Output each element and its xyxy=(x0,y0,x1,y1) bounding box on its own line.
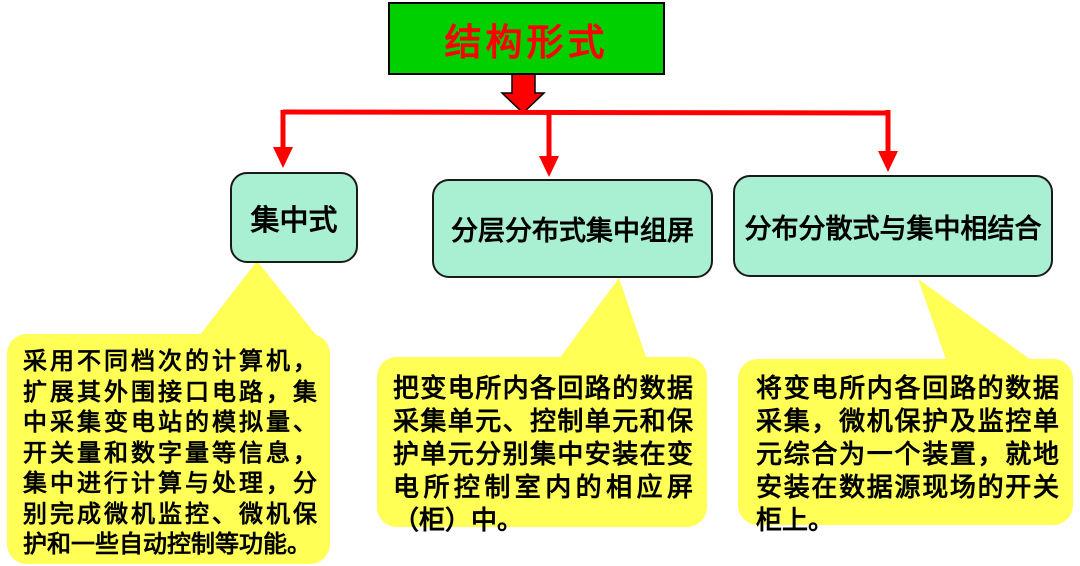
callout-pointer-left xyxy=(196,261,320,340)
root-node-label: 结构形式 xyxy=(444,22,609,64)
callout-text-line: 柜上。 xyxy=(756,506,835,535)
node-centralized: 集中式 xyxy=(230,172,358,263)
callout-text-line: 扩展其外围接口电路，集 xyxy=(23,379,317,406)
callout-text-line: 采集，微机保护及监控单 xyxy=(756,407,1059,436)
callout-text-line: 采用不同档次的计算机， xyxy=(23,349,317,375)
branch-arrowhead-middle-icon xyxy=(539,156,559,177)
callout-centralized-description: 采用不同档次的计算机， 扩展其外围接口电路，集 中采集变电站的模拟量、 开关量和… xyxy=(7,334,330,564)
node-label: 分布分散式与集中相结合 xyxy=(744,213,1042,244)
callout-text-line: 将变电所内各回路的数据 xyxy=(756,374,1059,403)
callout-text-line: 护单元分别集中安装在变 xyxy=(393,440,693,469)
callout-text-line: 集中进行计算与处理，分 xyxy=(23,471,317,497)
node-hierarchical-distributed: 分层分布式集中组屏 xyxy=(432,179,713,278)
callout-text-line: 护和一些自动控制等功能。 xyxy=(23,532,311,558)
callout-text-line: （柜）中。 xyxy=(393,506,524,535)
callout-text-line: 采集单元、控制单元和保 xyxy=(393,407,693,436)
main-arrow-icon xyxy=(500,73,546,115)
callout-text-line: 电所控制室内的相应屏 xyxy=(393,473,693,502)
callout-text-line: 中采集变电站的模拟量、 xyxy=(23,410,317,436)
callout-text-line: 元综合为一个装置，就地 xyxy=(756,440,1059,469)
node-distributed-combined: 分布分散式与集中相结合 xyxy=(733,175,1053,277)
callout-pointer-middle xyxy=(556,278,648,363)
callout-text-line: 开关量和数字量等信息， xyxy=(23,440,317,467)
node-label: 集中式 xyxy=(250,204,338,237)
branch-arrowhead-left-icon xyxy=(273,147,293,168)
callout-distributed-description: 将变电所内各回路的数据 采集，微机保护及监控单 元综合为一个装置，就地 安装在数… xyxy=(738,359,1073,535)
branch-arrowhead-right-icon xyxy=(878,151,898,172)
node-label: 分层分布式集中组屏 xyxy=(451,216,694,246)
callout-hierarchical-description: 把变电所内各回路的数据 采集单元、控制单元和保 护单元分别集中安装在变 电所控制… xyxy=(377,357,707,535)
callout-text-line: 安装在数据源现场的开关 xyxy=(756,473,1059,502)
callout-text-line: 别完成微机监控、微机保 xyxy=(23,501,317,528)
branch-horizontal-line xyxy=(282,109,891,116)
root-node-structure-form: 结构形式 xyxy=(388,2,665,75)
callout-pointer-right xyxy=(918,279,1038,365)
callout-text-line: 把变电所内各回路的数据 xyxy=(393,374,693,403)
